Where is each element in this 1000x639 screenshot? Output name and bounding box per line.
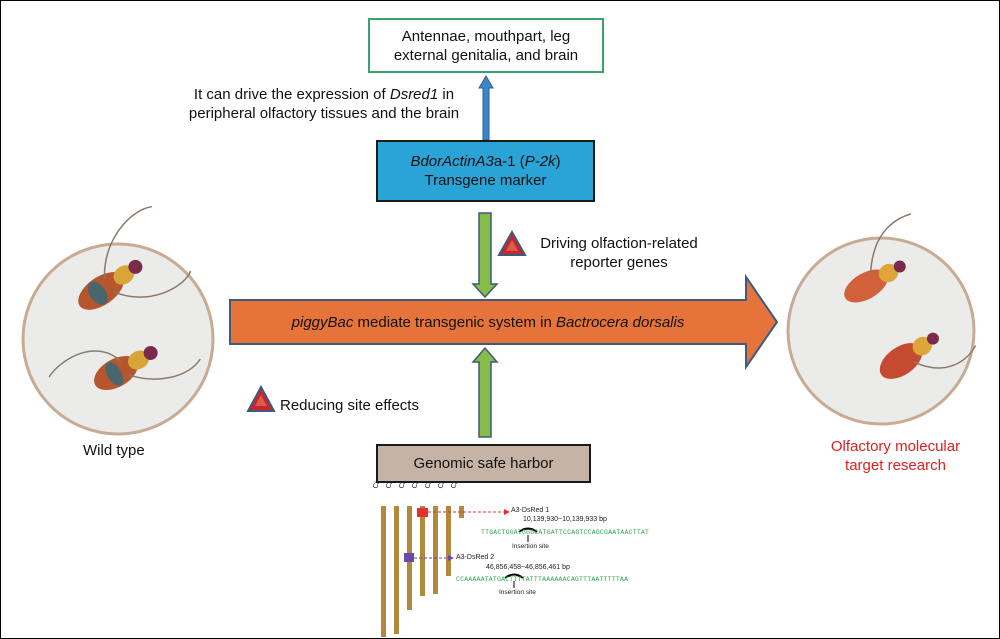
chromosome-bar [433, 506, 438, 594]
insert2-label: A3-DsRed 2 [456, 554, 495, 561]
chromosome-map [381, 506, 538, 637]
insert1-site-label: Insertion site [512, 543, 549, 550]
insert1-position: 10,139,930~10,139,933 bp [523, 516, 607, 523]
tissue-box-line2: external genitalia, and brain [393, 46, 579, 64]
wild-type-label: Wild type [83, 442, 145, 459]
harbor-label: Genomic safe harbor [413, 455, 554, 472]
insert-marker-2 [404, 553, 414, 562]
fly-icon [48, 346, 201, 391]
chromosome-bar [446, 506, 451, 576]
driving-note-line2: reporter genes [570, 254, 668, 271]
expression-note-line2: peripheral olfactory tissues and the bra… [188, 105, 460, 122]
expression-note-line1: It can drive the expression of Dsred1 in [193, 86, 455, 103]
fly-icon [879, 332, 977, 379]
reducing-note: Reducing site effects [280, 397, 419, 414]
olfactory-fly-circle [786, 213, 977, 426]
insert1-sequence: TTGACTGGATGGGCATGATTCCAGTCCAGCGAATAACTTA… [481, 529, 650, 536]
insert1-label: A3-DsRed 1 [511, 507, 550, 514]
chromosome-bar [420, 506, 425, 596]
chromosome-bar [381, 506, 386, 637]
insert-marker-1 [417, 508, 428, 517]
insert2-sequence: CCAAAAATATGACTTTTATTTAAAAAACAGTTTAATTTTT… [456, 576, 629, 583]
main-orange-arrow [229, 273, 779, 371]
tissue-box-line1: Antennae, mouthpart, leg [401, 27, 571, 45]
driving-note-line1: Driving olfaction-related [540, 235, 698, 252]
tissue-box: Antennae, mouthpart, leg external genita… [368, 18, 604, 73]
warning-icon-reducing [246, 384, 276, 412]
olfactory-line2: target research [845, 457, 946, 474]
insert2-position: 46,856,458~46,856,461 bp [486, 564, 570, 571]
chromosome-bar [459, 506, 464, 518]
fly-icon [844, 213, 912, 303]
green-up-arrow [471, 346, 499, 438]
blue-up-arrow [478, 75, 494, 141]
genomic-safe-harbor-box: Genomic safe harbor [376, 444, 591, 483]
warning-icon-driving [497, 229, 527, 256]
transgene-marker-box: BdorActinA3a-1 (P-2k) Transgene marker [376, 140, 595, 202]
expression-note: It can drive the expression of Dsred1 in… [171, 85, 477, 123]
green-down-arrow [471, 212, 499, 299]
olfactory-line1: Olfactory molecular [830, 438, 961, 455]
main-arrow-label: piggyBac mediate transgenic system in Ba… [291, 314, 685, 331]
insert2-site-label: Insertion site [499, 589, 536, 596]
driving-note: Driving olfaction-related reporter genes [529, 234, 709, 272]
marker-name: BdorActinA3a-1 (P-2k) [410, 153, 561, 170]
marker-caption: Transgene marker [424, 172, 547, 189]
wild-type-fly-circle [21, 205, 215, 436]
olfactory-label: Olfactory molecular target research [813, 437, 978, 475]
fly-icon [78, 205, 192, 310]
chromosome-bar [394, 506, 399, 634]
